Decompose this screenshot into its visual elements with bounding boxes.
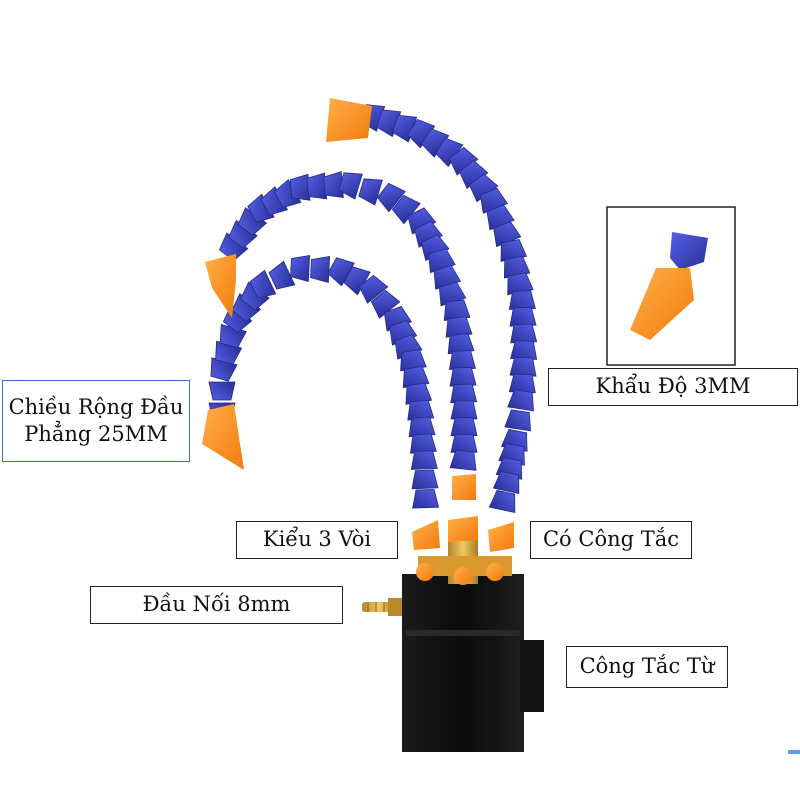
- hose-segment: [510, 340, 538, 360]
- label-connector-text: Đầu Nối 8mm: [142, 592, 291, 617]
- hose-left: [208, 254, 440, 509]
- hose-segment: [509, 356, 537, 377]
- hose-segment: [268, 260, 296, 290]
- hose-segment: [486, 204, 515, 231]
- hose-segment: [503, 255, 531, 279]
- label-has-switch-text: Có Công Tắc: [542, 527, 680, 552]
- hose-segment: [290, 254, 311, 282]
- hose-segment: [449, 449, 477, 471]
- hose-segment: [260, 186, 289, 216]
- hose-segment: [504, 409, 531, 432]
- hose-segment: [247, 193, 275, 223]
- hose-segment: [507, 272, 534, 296]
- hose-segment: [338, 172, 363, 200]
- hose-segment: [376, 182, 406, 213]
- hose-segment: [370, 289, 401, 319]
- hose-segment: [327, 257, 355, 287]
- hose-segment: [450, 383, 478, 404]
- hose-segment: [510, 323, 538, 344]
- hose-segment: [468, 173, 499, 203]
- hose-segment: [448, 146, 479, 176]
- hose-segment: [407, 399, 435, 421]
- hose-segment: [492, 470, 520, 494]
- hose-segment: [411, 469, 439, 490]
- flat-nozzle-bottom: [202, 404, 244, 470]
- hose-segment: [405, 382, 433, 405]
- hose-segment: [507, 389, 534, 412]
- hose-segment: [450, 433, 478, 453]
- hose-segment: [273, 178, 302, 209]
- hose-right: [360, 104, 538, 513]
- hose-segment: [449, 366, 477, 387]
- inset-nozzle-illustration: [606, 206, 736, 366]
- hose-segment: [249, 269, 277, 299]
- hose-segment: [421, 128, 450, 158]
- valve-manifold: [412, 474, 514, 585]
- hose-segment: [289, 173, 311, 201]
- hose-segment: [231, 292, 262, 322]
- hose-segment: [228, 219, 258, 249]
- flat-nozzle-top: [326, 98, 372, 142]
- hose-segment: [408, 416, 436, 438]
- round-nozzle-left: [205, 254, 236, 318]
- hose-segment: [306, 172, 328, 200]
- hose-segment: [407, 207, 437, 235]
- hose-segment: [383, 305, 412, 332]
- hose-segment: [450, 400, 478, 420]
- hose-segment: [445, 316, 473, 338]
- hose-segment: [400, 349, 427, 372]
- hose-segment: [414, 220, 443, 248]
- hose-segment: [407, 119, 436, 149]
- hose-segment: [409, 433, 437, 454]
- hose-segment: [237, 207, 268, 236]
- hose-segment: [448, 350, 476, 370]
- hose-segment: [323, 171, 344, 199]
- magnetic-base: [402, 574, 544, 752]
- hose-segment: [443, 299, 471, 321]
- hose-segment: [458, 160, 489, 189]
- label-flat-head-width: Chiều Rộng Đầu Phẳng 25MM: [2, 380, 190, 462]
- hose-segment: [240, 281, 270, 311]
- hose-segment: [402, 365, 430, 389]
- hose-segment: [389, 319, 418, 346]
- label-three-nozzles: Kiểu 3 Vòi: [236, 521, 398, 559]
- label-magnetic-switch: Công Tắc Từ: [566, 646, 728, 688]
- hose-segment: [509, 306, 537, 327]
- label-aperture-text: Khẩu Độ 3MM: [595, 374, 751, 399]
- label-connector: Đầu Nối 8mm: [90, 586, 343, 624]
- label-flat-head-width-text: Chiều Rộng Đầu Phẳng 25MM: [8, 394, 184, 446]
- hose-segment: [508, 373, 536, 394]
- hose-segment: [435, 137, 464, 168]
- hose-segment: [310, 255, 331, 283]
- brass-connector: [362, 598, 402, 616]
- label-aperture: Khẩu Độ 3MM: [548, 368, 798, 406]
- hose-segment: [358, 274, 389, 304]
- hose-segment: [493, 221, 522, 248]
- hose-segment: [447, 332, 475, 355]
- hose-segment: [391, 194, 421, 225]
- hose-segment: [343, 266, 371, 296]
- label-has-switch: Có Công Tắc: [530, 521, 692, 559]
- hose-segment: [479, 187, 509, 214]
- hose-segment: [420, 234, 450, 262]
- label-magnetic-switch-text: Công Tắc Từ: [579, 654, 715, 679]
- label-three-nozzles-text: Kiểu 3 Vòi: [262, 527, 372, 552]
- hose-segment: [208, 381, 236, 401]
- corner-mark: [788, 750, 800, 754]
- hose-segment: [488, 489, 516, 513]
- hose-segment: [438, 281, 467, 307]
- hose-segment: [450, 417, 478, 437]
- hose-segment: [500, 238, 528, 262]
- flexible-hoses: [208, 104, 538, 513]
- hose-segment: [508, 290, 536, 310]
- hose-segment: [412, 488, 440, 509]
- hose-segment: [410, 450, 438, 470]
- hose-segment: [358, 178, 383, 206]
- hose-middle: [218, 171, 478, 471]
